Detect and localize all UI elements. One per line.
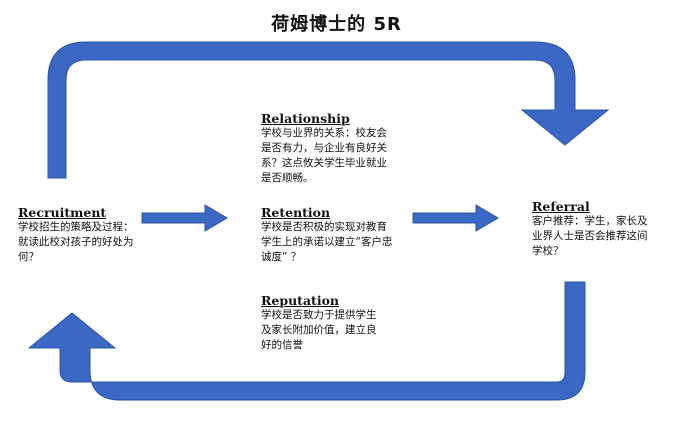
recruitment-heading: Recruitment	[18, 205, 107, 220]
retention-text: 学校是否积极的实现对教育学生上的承诺以建立“客户忠诚度” ？	[261, 221, 393, 263]
recruitment-text: 学校招生的策略及过程：就读此校对孩子的好处为何？	[18, 221, 134, 263]
arrow-retention-to-referral	[412, 204, 499, 232]
arrow-recruitment-to-retention	[141, 204, 228, 232]
referral-text: 客户推荐：学生，家长及业界人士是否会推荐这间学校？	[532, 215, 648, 257]
reputation-text: 学校是否致力于提供学生及家长附加价值，建立良好的信誉	[261, 309, 377, 351]
reputation-heading: Reputation	[261, 293, 339, 308]
relationship-text: 学校与业界的关系：校友会是否有力，与企业有良好关系？这点攸关学生毕业就业是否顺畅…	[261, 127, 387, 184]
diagram-title: 荷姆博士的 5R	[271, 14, 402, 35]
relationship-heading: Relationship	[261, 111, 350, 126]
bottom-loop-arrow	[27, 281, 586, 401]
reputation-node: Reputation 学校是否致力于提供学生及家长附加价值，建立良好的信誉	[261, 293, 383, 353]
retention-node: Retention 学校是否积极的实现对教育学生上的承诺以建立“客户忠诚度” ？	[261, 205, 393, 265]
retention-heading: Retention	[261, 205, 331, 220]
recruitment-node: Recruitment 学校招生的策略及过程：就读此校对孩子的好处为何？	[18, 205, 140, 265]
top-loop-arrow	[47, 41, 610, 179]
referral-node: Referral 客户推荐：学生，家长及业界人士是否会推荐这间学校？	[532, 199, 654, 259]
relationship-node: Relationship 学校与业界的关系：校友会是否有力，与企业有良好关系？这…	[261, 111, 393, 186]
referral-heading: Referral	[532, 199, 590, 214]
